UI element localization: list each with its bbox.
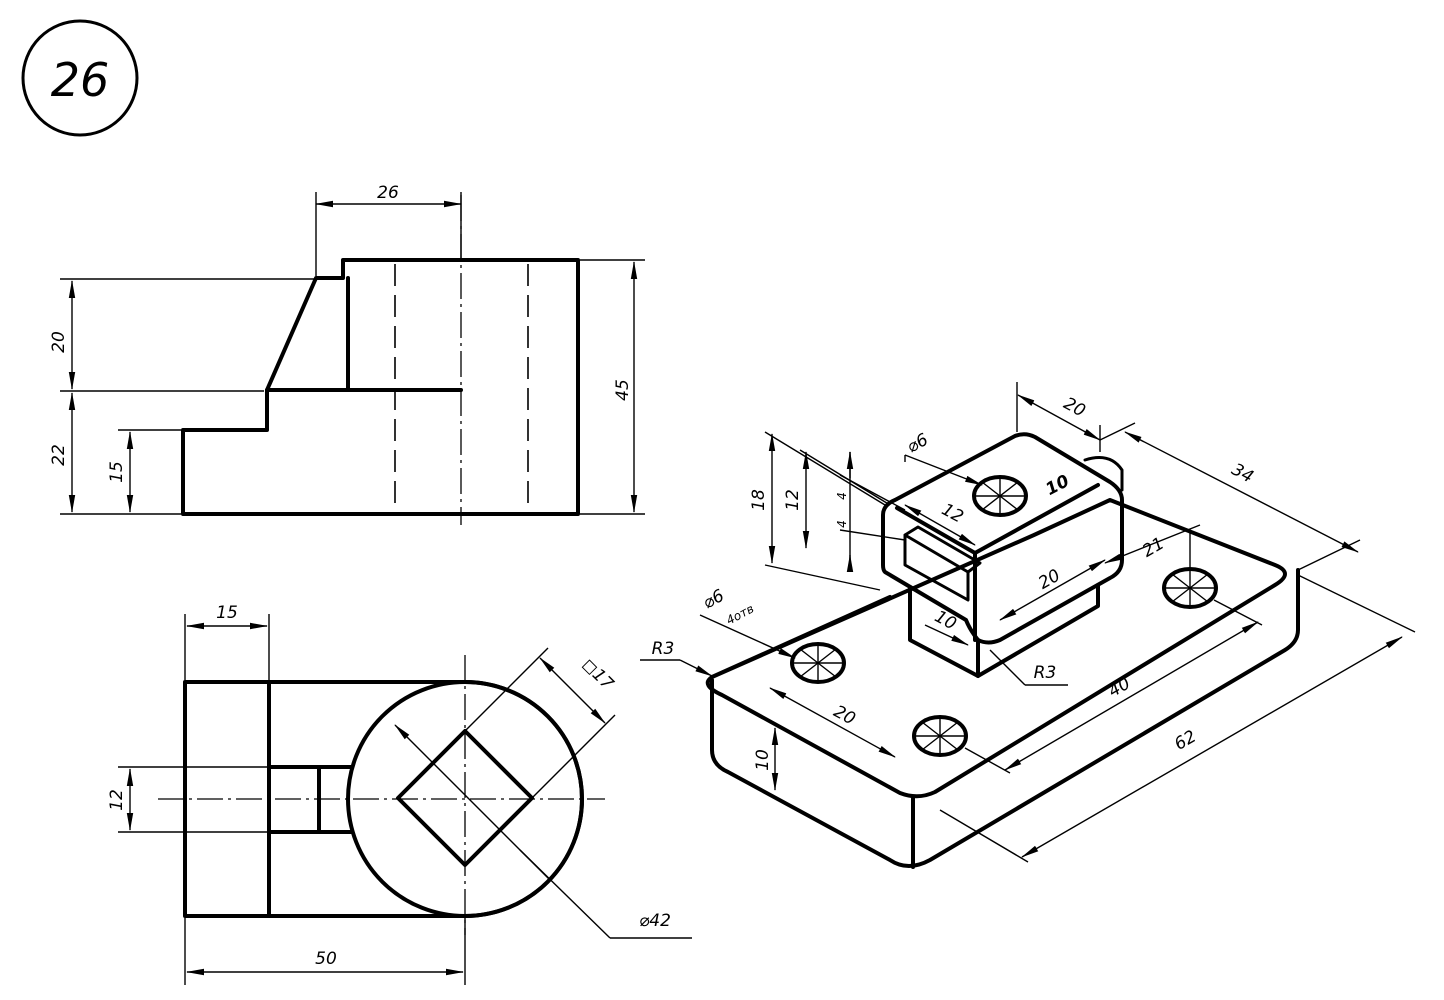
sheet-number: 26 [51, 53, 110, 107]
base-plate-sides [710, 568, 1300, 868]
top-view: 15 12 50 ◻17 ⌀42 [107, 603, 692, 985]
dim-50-label: 50 [315, 949, 337, 969]
dim-square-17-label: ◻17 [578, 655, 618, 695]
dim-top-12-label: 12 [107, 789, 127, 811]
front-view-outline [181, 258, 580, 516]
hole-right [1162, 567, 1218, 609]
iso-dim-20-bottom: 20 [830, 702, 858, 730]
dim-15-label: 15 [107, 461, 127, 483]
iso-dim-18: 18 [749, 489, 769, 511]
hole-front [912, 715, 968, 757]
base-plate-top [705, 498, 1287, 799]
iso-dim-21: 21 [1139, 534, 1168, 562]
dim-dia42-label: ⌀42 [639, 911, 671, 931]
iso-dim-20-top: 20 [1060, 394, 1088, 422]
iso-dim-12-left: 12 [783, 489, 803, 511]
sheet-number-badge: 26 [21, 19, 139, 137]
iso-dim-10-side: 10 [753, 749, 773, 771]
iso-dim-4a: 4 [835, 492, 849, 500]
iso-dim-12-block: 12 [938, 500, 966, 528]
dim-20-label: 20 [49, 331, 69, 353]
iso-r3-left: R3 [652, 639, 675, 659]
hole-top-block [972, 475, 1028, 517]
iso-dim-34: 34 [1228, 460, 1256, 488]
iso-dim-20-mid: 20 [1035, 566, 1064, 594]
iso-dim-4b: 4 [835, 520, 849, 528]
iso-dim-62: 62 [1171, 727, 1200, 755]
isometric-view: 20 34 ⌀6 10 18 12 4 4 12 20 [640, 382, 1416, 869]
front-view: 26 20 22 15 45 [49, 183, 645, 525]
upper-block [881, 432, 1124, 645]
iso-dim-dia6-holes: ⌀6 [700, 586, 728, 614]
iso-r3-right: R3 [1034, 663, 1057, 683]
dim-26-label: 26 [377, 183, 399, 203]
dim-top-15-label: 15 [216, 603, 238, 623]
iso-dim-dia6-top: ⌀6 [904, 430, 932, 458]
hole-left [790, 642, 846, 684]
iso-holes-note: 4отв [724, 601, 756, 627]
iso-dim-10: 10 [1043, 471, 1073, 500]
dim-45-label: 45 [613, 379, 633, 401]
dim-22-label: 22 [49, 444, 69, 466]
